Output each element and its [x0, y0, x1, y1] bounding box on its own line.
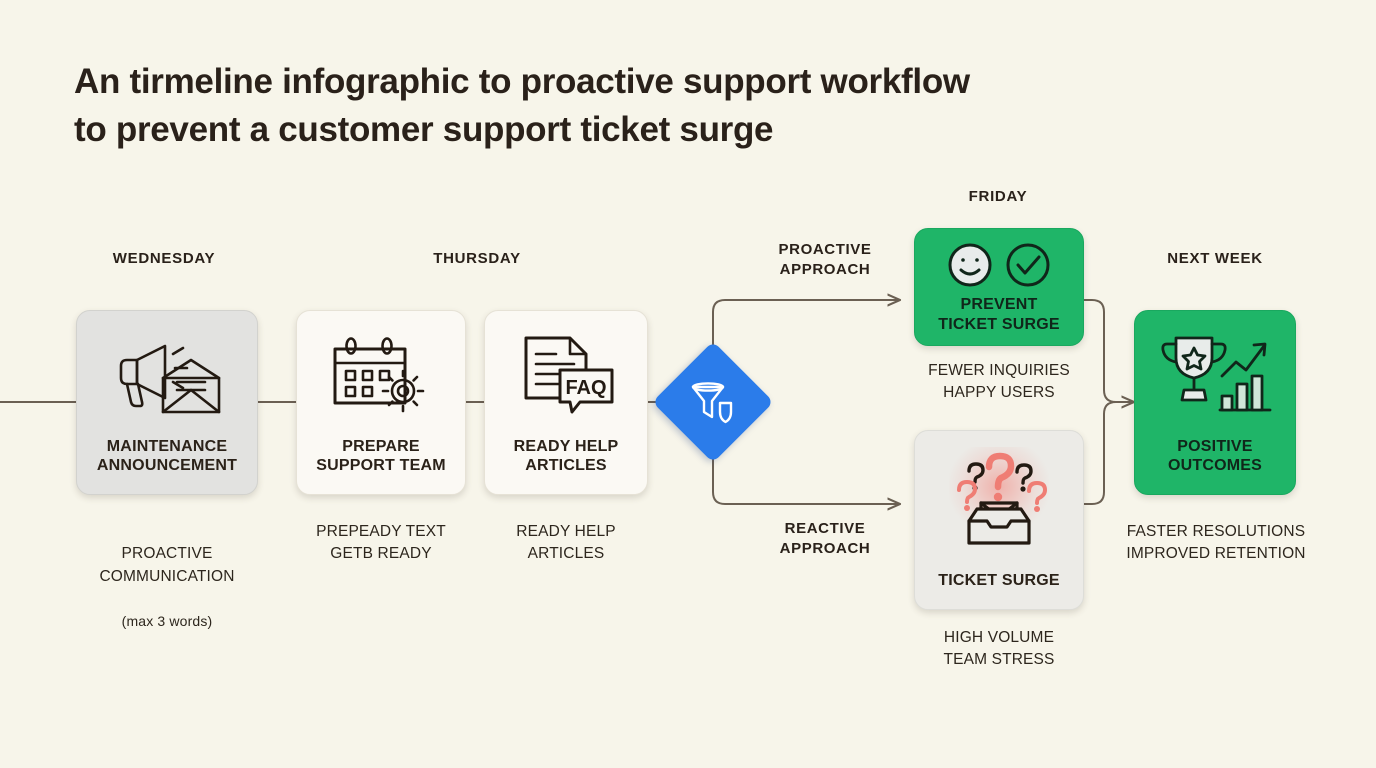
- step-card-title: POSITIVE OUTCOMES: [1167, 437, 1263, 475]
- smiley-check-icon: [915, 229, 1083, 289]
- phase-label-next-week: NEXT WEEK: [1167, 250, 1263, 267]
- step-card-title: READY HELP ARTICLES: [513, 437, 619, 475]
- caption-note: (max 3 words): [121, 612, 213, 629]
- step-caption-ticket-surge: HIGH VOLUME TEAM STRESS: [943, 629, 1055, 669]
- phase-label-wednesday: WEDNESDAY: [112, 250, 216, 267]
- step-card-ticket-surge[interactable]: TICKET SURGE: [914, 430, 1084, 610]
- step-card-title: TICKET SURGE: [938, 572, 1060, 590]
- megaphone-envelope-icon: [77, 311, 257, 437]
- step-card-prepare-support-team[interactable]: PREPARE SUPPORT TEAM: [296, 310, 466, 495]
- calendar-gear-icon: [297, 311, 465, 437]
- phase-label-thursday: THURSDAY: [433, 250, 521, 267]
- phase-label-friday: FRIDAY: [968, 188, 1028, 205]
- branch-label-reactive: REACTIVE APPROACH: [779, 520, 871, 558]
- step-caption-positive-outcomes: FASTER RESOLUTIONS IMPROVED RETENTION: [1126, 523, 1306, 563]
- page-title: An tirmeline infographic to proactive su…: [74, 62, 970, 149]
- trophy-chart-icon: [1135, 311, 1295, 437]
- step-caption-prevent-ticket-surge: FEWER INQUIRIES HAPPY USERS: [928, 362, 1070, 402]
- step-card-title: PREVENT TICKET SURGE: [938, 296, 1060, 333]
- svg-text:FAQ: FAQ: [565, 377, 606, 399]
- branch-label-proactive: PROACTIVE APPROACH: [778, 241, 872, 279]
- step-caption-maintenance-announcement: PROACTIVE COMMUNICATION (max 3 words): [62, 521, 272, 633]
- caption-main: PROACTIVE COMMUNICATION: [99, 545, 235, 585]
- question-marks-inbox-icon: [915, 431, 1083, 571]
- step-card-ready-help-articles[interactable]: FAQ READY HELP ARTICLES: [484, 310, 648, 495]
- step-card-positive-outcomes[interactable]: POSITIVE OUTCOMES: [1134, 310, 1296, 495]
- document-faq-icon: FAQ: [485, 311, 647, 437]
- step-card-title: PREPARE SUPPORT TEAM: [316, 437, 446, 475]
- step-card-maintenance-announcement[interactable]: MAINTENANCE ANNOUNCEMENT: [76, 310, 258, 495]
- step-caption-prepare-support-team: PREPEADY TEXT GETB READY: [316, 523, 446, 563]
- step-caption-ready-help-articles: READY HELP ARTICLES: [516, 523, 616, 563]
- step-card-prevent-ticket-surge[interactable]: PREVENT TICKET SURGE: [914, 228, 1084, 346]
- step-card-title: MAINTENANCE ANNOUNCEMENT: [96, 437, 238, 475]
